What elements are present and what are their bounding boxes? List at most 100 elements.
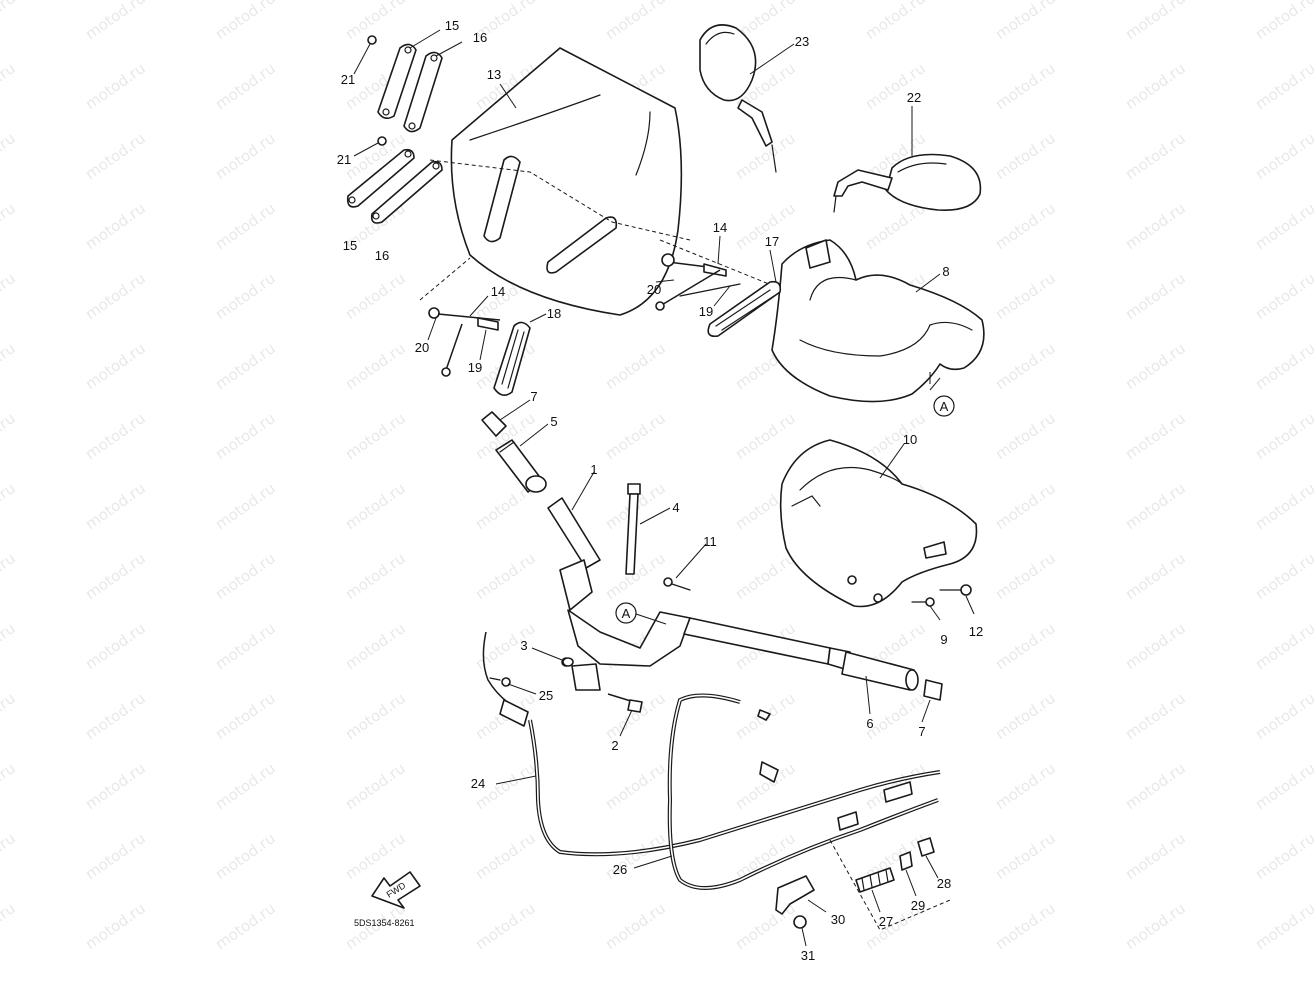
watermark-text: motod.ru [212,899,279,953]
watermark-text: motod.ru [0,0,19,43]
watermark-text: motod.ru [1122,689,1189,743]
watermark-text: motod.ru [862,0,929,43]
watermark-text: motod.ru [992,409,1059,463]
watermark-text: motod.ru [342,479,409,533]
watermark-text: motod.ru [1122,269,1189,323]
watermark-text: motod.ru [1252,829,1314,883]
watermark-text: motod.ru [342,339,409,393]
callout-label: 28 [937,876,951,891]
watermark-text: motod.ru [342,549,409,603]
watermark-text: motod.ru [1252,0,1314,43]
watermark-text: motod.ru [342,829,409,883]
watermark-text: motod.ru [342,409,409,463]
watermark-text: motod.ru [0,829,19,883]
callout-label: 21 [337,152,351,167]
handlebar-part [547,497,851,691]
watermark-text: motod.ru [602,409,669,463]
callout-label: 15 [445,18,459,33]
callout-label: 27 [879,914,893,929]
callout-label: 20 [647,282,661,297]
watermark-text: motod.ru [342,689,409,743]
watermark-text: motod.ru [212,269,279,323]
callout-label: 10 [903,432,917,447]
leader-lines [353,29,975,947]
callout-label: 25 [539,688,553,703]
watermark-text: motod.ru [602,689,669,743]
callout-label: 22 [907,90,921,105]
watermark-text: motod.ru [1252,899,1314,953]
callout-labels: 1 2 3 4 5 6 7 7 8 9 10 11 12 13 14 14 15… [337,18,983,963]
mount-hardware [655,253,782,338]
watermark-text: motod.ru [212,339,279,393]
watermark-text: motod.ru [1252,549,1314,603]
watermark-text: motod.ru [82,549,149,603]
callout-label: 20 [415,340,429,355]
watermark-text: motod.ru [1122,479,1189,533]
reference-marker: A [933,395,955,417]
mount-hardware [428,307,531,396]
watermark-text: motod.ru [992,899,1059,953]
callout-label: 19 [468,360,482,375]
watermark-text: motod.ru [82,129,149,183]
watermark-text: motod.ru [212,479,279,533]
watermark-text: motod.ru [82,0,149,43]
callout-label: 6 [866,716,873,731]
callout-label: 11 [703,534,717,549]
watermark-text: motod.ru [212,759,279,813]
watermark-text: motod.ru [82,619,149,673]
watermark-text: motod.ru [82,689,149,743]
watermark-text: motod.ru [992,689,1059,743]
watermark-text: motod.ru [1122,409,1189,463]
watermark-text: motod.ru [1252,689,1314,743]
watermark-text: motod.ru [82,479,149,533]
watermark-text: motod.ru [342,759,409,813]
watermark-text: motod.ru [992,829,1059,883]
watermark-text: motod.ru [1252,479,1314,533]
clamp-part [625,483,691,591]
svg-text:A: A [940,399,949,414]
watermark-text: motod.ru [1252,759,1314,813]
watermark-text: motod.ru [1122,549,1189,603]
callout-label: 16 [473,30,487,45]
reference-marker: A [615,602,637,624]
watermark-text: motod.ru [0,59,19,113]
watermark-text: motod.ru [472,829,539,883]
callout-label: 23 [795,34,809,49]
watermark-text: motod.ru [1122,899,1189,953]
watermark-text: motod.ru [82,269,149,323]
watermark-text: motod.ru [0,199,19,253]
callout-label: 15 [343,238,357,253]
watermark-text: motod.ru [732,409,799,463]
watermark-text: motod.ru [0,409,19,463]
callout-label: 31 [801,948,815,963]
watermark-text: motod.ru [1122,0,1189,43]
mirror-part [833,153,982,213]
throttle-cable-part [482,631,941,890]
watermark-text: motod.ru [0,759,19,813]
watermark-text: motod.ru [1252,269,1314,323]
lower-cover-part [779,439,978,608]
watermark-text: motod.ru [212,129,279,183]
watermark-text: motod.ru [0,899,19,953]
callout-label: 5 [550,414,557,429]
watermark-text: motod.ru [1122,199,1189,253]
watermark-text: motod.ru [212,59,279,113]
grip-part [841,651,943,701]
upper-cover-part [771,239,985,403]
watermark-text: motod.ru [342,619,409,673]
callout-label: 8 [942,264,949,279]
watermark-text: motod.ru [862,409,929,463]
diagram-code: 5DS1354-8261 [354,918,415,928]
watermark-text: motod.ru [992,759,1059,813]
watermark-text: motod.ru [212,829,279,883]
watermark-text: motod.ru [602,0,669,43]
callout-label: 4 [672,500,679,515]
watermark-text: motod.ru [602,759,669,813]
watermark-text: motod.ru [1122,619,1189,673]
watermark-text: motod.ru [862,59,929,113]
watermark-text: motod.ru [602,339,669,393]
watermark-text: motod.ru [992,199,1059,253]
callout-label: 14 [713,220,727,235]
callout-label: 19 [699,304,713,319]
